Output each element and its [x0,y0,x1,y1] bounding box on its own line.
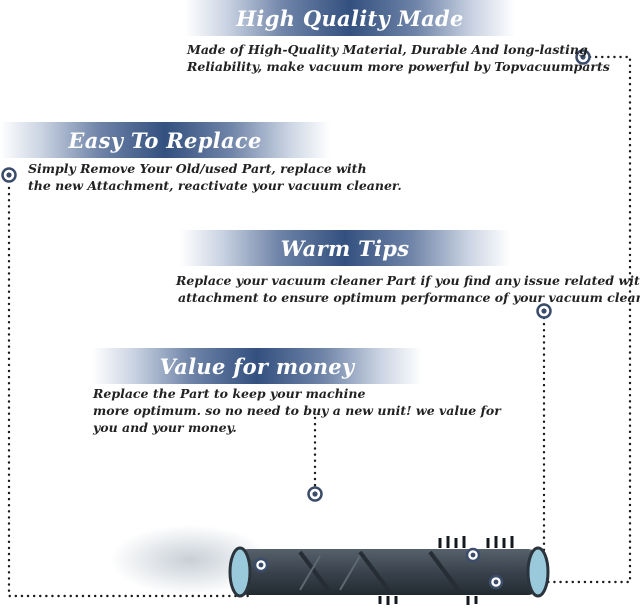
marker-value [307,486,323,502]
connector-easy-replace [7,186,254,598]
banner-warm-tips: Warm Tips [180,230,510,266]
title-value: Value for money [159,353,355,379]
banner-high-quality: High Quality Made [185,0,515,36]
marker-roll-right [488,574,504,590]
title-warm-tips: Warm Tips [280,235,410,261]
banner-value: Value for money [92,348,422,384]
marker-easy-replace [1,167,17,183]
banner-easy-replace: Easy To Replace [0,122,330,158]
desc-easy-replace: Simply Remove Your Old/used Part, replac… [28,161,402,193]
marker-roll-left [253,557,269,573]
desc-high-quality: Made of High-Quality Material, Durable A… [187,42,610,74]
marker-roll-mid [465,547,481,563]
title-high-quality: High Quality Made [236,5,464,31]
title-easy-replace: Easy To Replace [68,127,262,153]
desc-warm-tips: Replace your vacuum cleaner Part if you … [176,273,640,305]
marker-warm-tips [536,303,552,319]
marker-high-quality [575,49,591,65]
connector-high-quality [496,55,632,584]
desc-value: Replace the Part to keep your machine mo… [93,386,501,435]
brushroll-image [110,525,550,605]
connector-warm-tips [478,316,546,557]
